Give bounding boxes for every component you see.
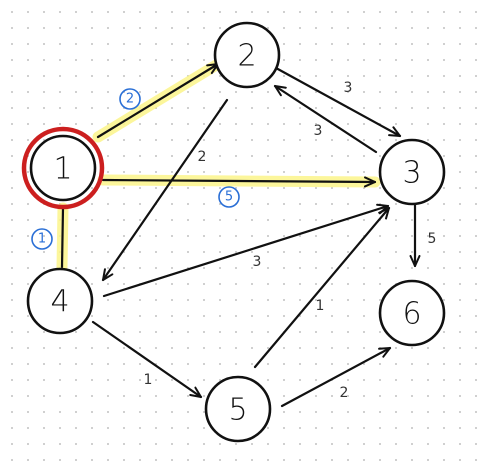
- node-circle-6: [378, 279, 446, 347]
- weight-ring-1-3: [218, 186, 240, 208]
- node-label-6: 6: [402, 297, 421, 332]
- edge-weight-1-2: 2: [126, 92, 134, 107]
- edge-4-5: [91, 320, 203, 399]
- node-circle-3: [378, 138, 446, 206]
- node-4: 4: [26, 267, 94, 335]
- node-2: 2: [213, 21, 281, 89]
- node-3: 3: [378, 138, 446, 206]
- node-circle-1: [29, 134, 97, 202]
- edge-1-2: [96, 62, 220, 139]
- node-circle-5: [204, 375, 272, 443]
- edge-1-3: [101, 176, 377, 188]
- edge-weight-4-3: 3: [253, 254, 262, 270]
- edge-weight-3-6: 5: [428, 231, 437, 247]
- node-5: 5: [204, 375, 272, 443]
- weight-ring-1-2: [119, 88, 141, 110]
- node-label-4: 4: [50, 285, 69, 320]
- node-label-3: 3: [402, 156, 421, 191]
- node-label-1: 1: [53, 152, 72, 187]
- edge-layer: [60, 62, 421, 408]
- node-label-2: 2: [237, 39, 256, 74]
- edge-5-6: [280, 346, 392, 408]
- node-circle-2: [213, 21, 281, 89]
- edge-weight-2-4: 2: [198, 149, 207, 165]
- weight-label-layer: 2 5 1 3 3 2 3 5 1 1 2: [31, 80, 437, 401]
- node-layer: 1 2 3 4 5 6: [21, 21, 446, 443]
- edge-weight-5-3: 1: [316, 298, 325, 314]
- node-1: 1: [21, 126, 105, 210]
- edge-3-2: [273, 84, 378, 154]
- edge-weight-1-4: 1: [38, 232, 46, 247]
- node-6: 6: [378, 279, 446, 347]
- edge-weight-4-5: 1: [144, 372, 153, 388]
- edge-4-3: [102, 203, 390, 298]
- highlight-layer: [56, 58, 381, 273]
- edge-weight-5-6: 2: [340, 385, 349, 401]
- edge-2-4: [101, 98, 229, 282]
- source-node-ring: [21, 126, 105, 210]
- edge-weight-1-3: 5: [225, 190, 233, 205]
- node-circle-4: [26, 267, 94, 335]
- edge-weight-2-3: 3: [344, 80, 353, 96]
- edge-5-3: [253, 206, 391, 369]
- edge-2-3: [274, 66, 402, 138]
- weight-ring-1-4: [31, 228, 53, 250]
- node-label-5: 5: [228, 393, 247, 428]
- edge-1-4: [60, 206, 65, 269]
- edge-weight-3-2: 3: [314, 123, 323, 139]
